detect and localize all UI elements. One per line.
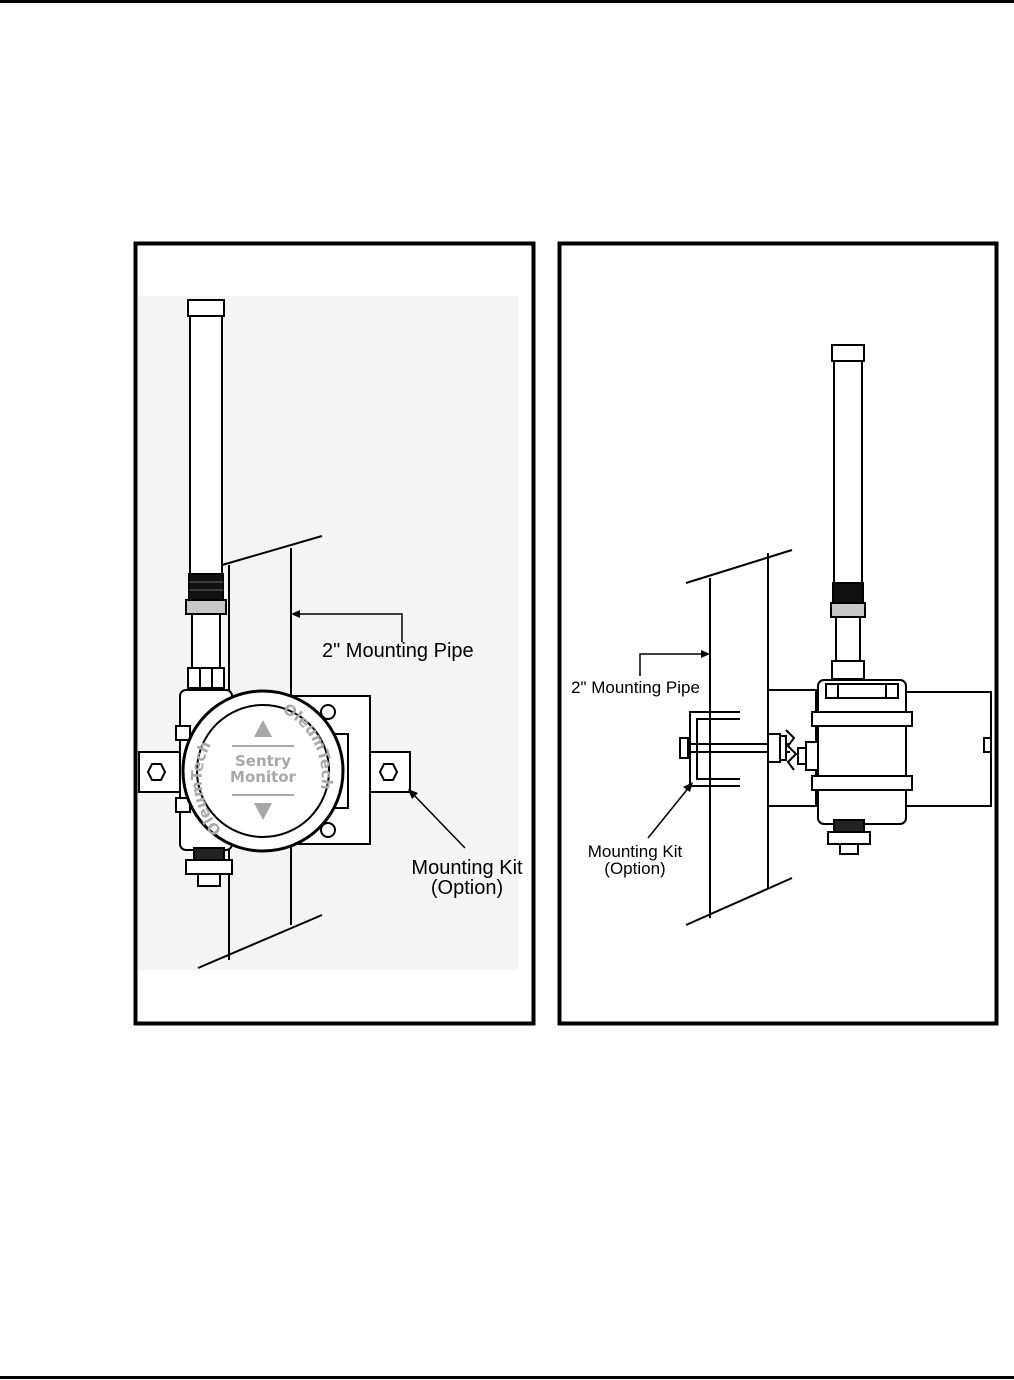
kit-label-front-line2: (Option): [431, 877, 503, 899]
side-view-panel: 2" Mounting Pipe Mounting Kit (Option): [560, 244, 997, 1024]
kit-label-side-line2: (Option): [604, 859, 665, 878]
front-view-panel: Sentry Monitor OleumTech OleumTech 2" Mo…: [136, 244, 534, 1024]
antenna-front: [186, 300, 226, 688]
pipe-label-side: 2" Mounting Pipe: [571, 678, 700, 697]
pipe-label-front: 2" Mounting Pipe: [322, 640, 474, 662]
logo-monitor-text: Monitor: [230, 768, 297, 786]
antenna-side: [831, 345, 865, 679]
enclosure-side: [768, 680, 991, 824]
kit-label-front-line1: Mounting Kit: [411, 857, 523, 879]
